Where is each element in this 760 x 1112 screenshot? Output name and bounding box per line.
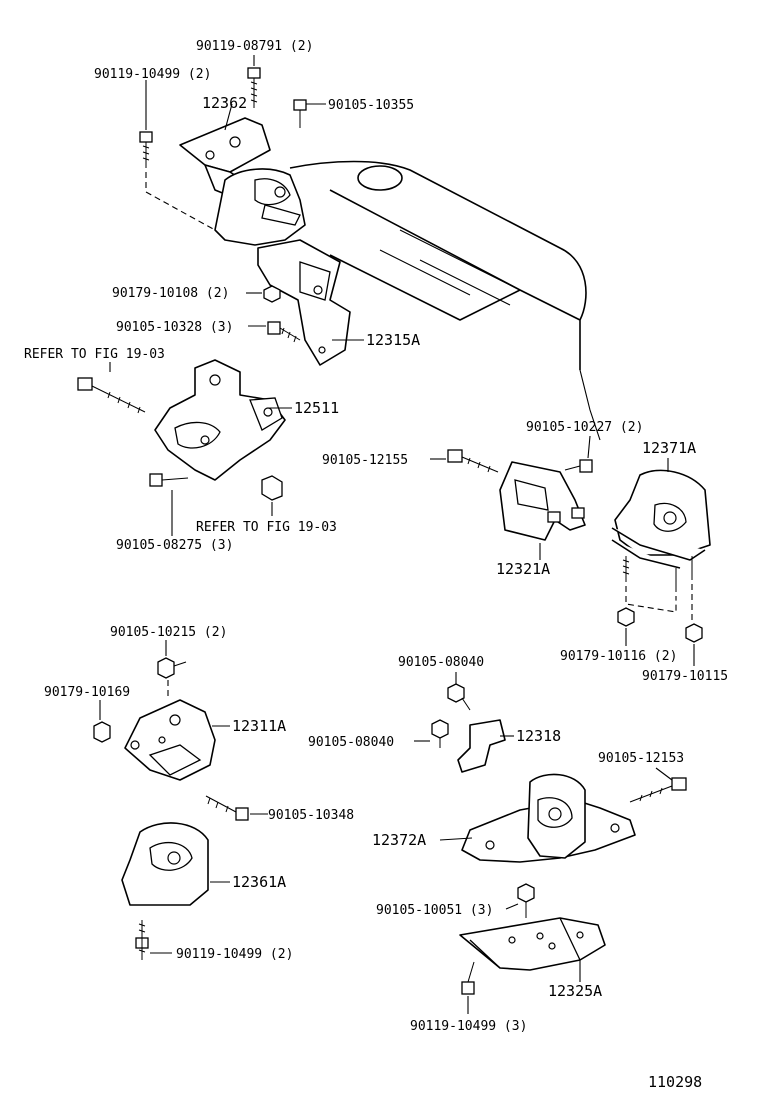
bolt-90105-10051	[517, 883, 535, 918]
label-90105-12155: 90105-12155	[322, 453, 408, 468]
bolt-90105-08040-b	[431, 719, 449, 748]
label-90119-08791: 90119-08791 (2)	[196, 39, 313, 54]
leader-90105-12153	[655, 767, 673, 781]
label-90105-08040-b: 90105-08040	[308, 735, 394, 750]
label-90179-10169: 90179-10169	[44, 685, 130, 700]
label-90119-10499-bottom: 90119-10499 (2)	[176, 947, 293, 962]
nut-90179-10169	[93, 721, 111, 743]
label-90179-10108: 90179-10108 (2)	[112, 286, 229, 301]
bolt-90119-10499-b3	[461, 961, 475, 995]
bolt-90105-10227	[564, 459, 593, 473]
label-90105-10328: 90105-10328 (3)	[116, 320, 233, 335]
bolt-90119-10499-top	[139, 131, 153, 168]
label-90179-10116: 90179-10116 (2)	[560, 649, 677, 664]
bolt-90119-08791	[247, 67, 261, 108]
stud-12371A-right	[675, 556, 693, 592]
leader-12372A	[439, 837, 473, 841]
nut-90179-10115	[685, 623, 703, 643]
part-12315A-bracket	[257, 239, 351, 366]
label-90119-10499-top: 90119-10499 (2)	[94, 67, 211, 82]
leader-90105-10227	[587, 435, 591, 459]
label-90105-12153: 90105-12153	[598, 751, 684, 766]
label-refer-fig-2: REFER TO FIG 19-03	[196, 520, 337, 535]
label-90119-10499-b3: 90119-10499 (3)	[410, 1019, 527, 1034]
stud-12371A-left	[622, 556, 630, 582]
part-12371A-mount	[611, 469, 711, 569]
nut-90179-10108	[263, 285, 281, 303]
label-90105-10355: 90105-10355	[328, 98, 414, 113]
label-12318: 12318	[516, 727, 561, 745]
label-12372A: 12372A	[372, 831, 426, 849]
engine-shaft-end	[357, 165, 403, 191]
bolt-90119-10499-bottom	[135, 920, 149, 960]
label-90105-08040-a: 90105-08040	[398, 655, 484, 670]
leader-dashed-12371A	[625, 584, 693, 624]
label-12362: 12362	[202, 94, 247, 112]
part-12511-mount	[154, 359, 286, 481]
label-12361A: 12361A	[232, 873, 286, 891]
bolt-90105-12155	[447, 449, 499, 473]
label-12325A: 12325A	[548, 982, 602, 1000]
part-upper-mount-body	[214, 168, 306, 246]
bolt-90105-10328	[267, 321, 301, 343]
label-12315A: 12315A	[366, 331, 420, 349]
label-90105-10227: 90105-10227 (2)	[526, 420, 643, 435]
label-12511: 12511	[294, 399, 339, 417]
label-refer-fig-1: REFER TO FIG 19-03	[24, 347, 165, 362]
part-12361A-mount	[121, 822, 209, 906]
bolt-90105-08275	[149, 473, 189, 487]
part-12321A-bracket	[499, 461, 586, 541]
bolt-90105-10348	[205, 795, 249, 821]
label-90179-10115: 90179-10115	[642, 669, 728, 684]
label-90105-08275: 90105-08275 (3)	[116, 538, 233, 553]
engine-block-outline	[289, 160, 601, 441]
nut-90179-10116	[617, 607, 635, 627]
part-12318-bracket	[457, 719, 506, 773]
leader-dashed-top	[145, 172, 216, 231]
bolt-90105-08040-a	[447, 683, 471, 711]
label-90105-10051: 90105-10051 (3)	[376, 903, 493, 918]
nut-refer-fig-2	[261, 475, 283, 501]
bolt-90105-12153	[629, 777, 687, 803]
part-12372A-mount	[461, 773, 636, 863]
bolt-90105-10355	[293, 99, 307, 128]
label-90105-10348: 90105-10348	[268, 808, 354, 823]
part-12325A-plate	[459, 917, 606, 971]
label-12321A: 12321A	[496, 560, 550, 578]
leader-90105-10051	[505, 903, 519, 910]
diagram-id: 110298	[648, 1073, 702, 1091]
bolt-refer-fig-1	[77, 377, 146, 414]
leader-12362	[224, 103, 233, 131]
label-12371A: 12371A	[642, 439, 696, 457]
bolt-90105-10215	[157, 657, 187, 679]
label-90105-10215: 90105-10215 (2)	[110, 625, 227, 640]
part-12311A-bracket	[124, 699, 216, 781]
label-12311A: 12311A	[232, 717, 286, 735]
